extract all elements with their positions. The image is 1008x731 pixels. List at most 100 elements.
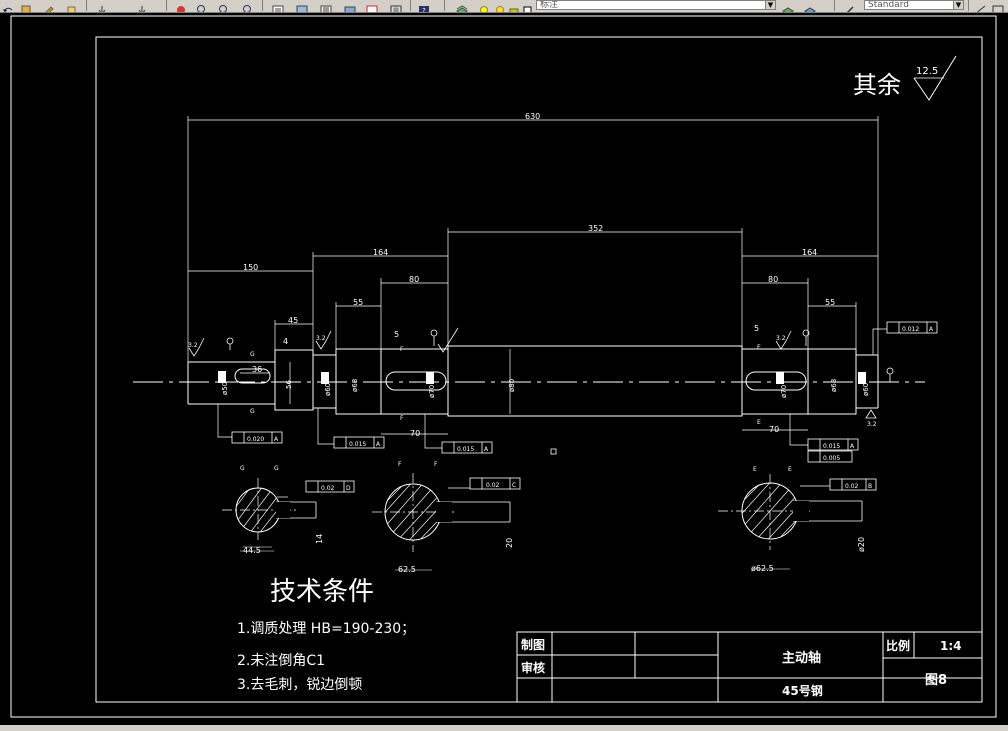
outer-frame bbox=[10, 15, 997, 718]
sheet-set-icon[interactable] bbox=[344, 0, 356, 12]
tech-item-2: 2.未注倒角C1 bbox=[237, 653, 326, 669]
keyway-mid bbox=[385, 371, 447, 391]
tb-drawing-no: 图8 bbox=[925, 673, 947, 688]
tech-title: 技术条件 bbox=[270, 577, 375, 607]
zoom-realtime-icon[interactable] bbox=[196, 0, 208, 12]
cut-label-g-bottom: G bbox=[250, 408, 255, 415]
tolerance-frames bbox=[231, 321, 938, 493]
help-icon[interactable]: ? bbox=[418, 0, 430, 13]
tol-runout-right: 0.012 bbox=[902, 326, 919, 333]
title-block-lines bbox=[516, 631, 983, 703]
tol-cylindricity: 0.005 bbox=[823, 455, 840, 462]
layer-combo[interactable]: 标注 ▼ bbox=[536, 0, 776, 10]
section-label-f-left: F bbox=[398, 461, 402, 468]
tol-datum-d: D bbox=[346, 485, 351, 492]
section-3 bbox=[718, 474, 863, 570]
cut-label-e-top: E bbox=[757, 344, 761, 351]
dim-phi80: ø80 bbox=[508, 379, 516, 392]
key-marks bbox=[218, 371, 866, 384]
status-bar bbox=[0, 725, 1008, 731]
section-label-e-right: E bbox=[788, 466, 792, 473]
sec3-key: ø20 bbox=[857, 537, 866, 552]
layer-combo-value: 标注 bbox=[540, 0, 559, 10]
layer-previous-icon[interactable] bbox=[782, 0, 794, 12]
tol-datum-c: C bbox=[512, 482, 516, 489]
dim-left-key: 80 bbox=[409, 275, 419, 284]
layer-color-icon[interactable] bbox=[522, 0, 534, 12]
section-label-g-right: G bbox=[274, 465, 279, 472]
dim-style-icon[interactable] bbox=[974, 0, 986, 12]
style-combo[interactable]: Standard ▼ bbox=[864, 0, 964, 10]
layer-manager-icon[interactable] bbox=[456, 0, 468, 12]
dimension-lines bbox=[188, 119, 878, 435]
dim-phi60-a: ø60 bbox=[324, 383, 332, 396]
zoom-window-icon[interactable] bbox=[218, 0, 230, 12]
lock-icon[interactable] bbox=[508, 0, 520, 12]
dim-phi68-b: ø68 bbox=[830, 379, 838, 392]
roughness-label-2: 3.2 bbox=[316, 335, 326, 342]
tol-runout-3: 0.015 bbox=[457, 446, 474, 453]
pencil-icon[interactable] bbox=[42, 0, 54, 12]
toolbar-separator bbox=[262, 0, 263, 11]
tb-scale-value: 1:4 bbox=[940, 639, 962, 653]
zoom-previous-icon[interactable] bbox=[242, 0, 254, 12]
style-combo-value: Standard bbox=[868, 0, 909, 10]
extension-lines bbox=[187, 116, 879, 362]
toolbar: ? 标注 ▼ Standard ▼ bbox=[0, 0, 1008, 13]
dim-70-right: 70 bbox=[769, 425, 779, 434]
dim-left-step: 164 bbox=[373, 248, 388, 257]
drawing-canvas[interactable]: 630 150 164 352 164 80 80 55 55 45 36 4 … bbox=[0, 12, 1008, 725]
calculator-icon[interactable] bbox=[390, 0, 402, 12]
arrow-down-icon[interactable] bbox=[96, 0, 108, 12]
design-center-icon[interactable] bbox=[296, 0, 308, 12]
tolerance-texts: 0.020 A 0.015 A 0.015 A 0.015 A 0.005 0.… bbox=[247, 326, 934, 492]
dim-phi68-a: ø68 bbox=[351, 379, 359, 392]
light-bulb-icon[interactable] bbox=[480, 0, 492, 12]
inner-frame bbox=[95, 36, 983, 703]
section-label-f-right: F bbox=[434, 461, 438, 468]
section-dim-texts: 44.5 14 62.5 20 ø62.5 ø20 bbox=[243, 534, 866, 574]
toolbar-separator bbox=[410, 0, 411, 11]
toolbar-separator bbox=[968, 0, 969, 11]
dim-center: 352 bbox=[588, 224, 603, 233]
dim-style-icon[interactable] bbox=[992, 0, 1004, 12]
keyway-left bbox=[234, 368, 271, 384]
chevron-down-icon[interactable]: ▼ bbox=[953, 1, 963, 9]
paint-icon[interactable] bbox=[20, 0, 32, 12]
dim-70-left: 70 bbox=[410, 429, 420, 438]
roughness-symbols bbox=[188, 55, 957, 419]
roughness-label-3: 3.2 bbox=[776, 335, 786, 342]
tech-item-3: 3.去毛刺，锐边倒顿 bbox=[237, 677, 363, 693]
svg-text:?: ? bbox=[422, 7, 426, 13]
tol-datum-a-3: A bbox=[484, 446, 489, 453]
text-style-icon[interactable] bbox=[844, 0, 856, 12]
tb-material: 45号钢 bbox=[782, 683, 823, 698]
surface-roughness-value: 12.5 bbox=[916, 66, 938, 77]
chevron-down-icon[interactable]: ▼ bbox=[765, 1, 775, 9]
markup-icon[interactable] bbox=[366, 0, 378, 12]
arrow-down-icon[interactable] bbox=[136, 0, 148, 12]
pan-icon[interactable] bbox=[176, 0, 188, 12]
dim-right-step: 164 bbox=[802, 248, 817, 257]
section-label-e-left: E bbox=[753, 466, 757, 473]
tool-palette-icon[interactable] bbox=[320, 0, 332, 12]
sec2-width: 62.5 bbox=[398, 565, 416, 574]
section-1 bbox=[222, 478, 317, 552]
section-label-g-left: G bbox=[240, 465, 245, 472]
sec2-key: 20 bbox=[505, 538, 514, 548]
tol-datum-a-1: A bbox=[274, 436, 279, 443]
tb-part-name: 主动轴 bbox=[782, 650, 821, 666]
leaders bbox=[217, 328, 887, 498]
dim-36: 36 bbox=[252, 365, 262, 374]
tol-datum-b: B bbox=[868, 483, 872, 490]
sun-icon[interactable] bbox=[494, 0, 506, 12]
cut-label-g-top: G bbox=[250, 351, 255, 358]
title-block-texts: 制图 审核 主动轴 45号钢 比例 1:4 图8 bbox=[521, 637, 962, 698]
roughness-label-4: 3.2 bbox=[867, 421, 877, 428]
brush-icon[interactable] bbox=[66, 0, 78, 12]
properties-icon[interactable] bbox=[272, 0, 284, 12]
dim-phi70-b: ø70 bbox=[780, 385, 788, 398]
dim-5-left: 5 bbox=[394, 330, 399, 339]
layer-states-icon[interactable] bbox=[804, 0, 816, 12]
undo-icon[interactable] bbox=[2, 0, 14, 12]
